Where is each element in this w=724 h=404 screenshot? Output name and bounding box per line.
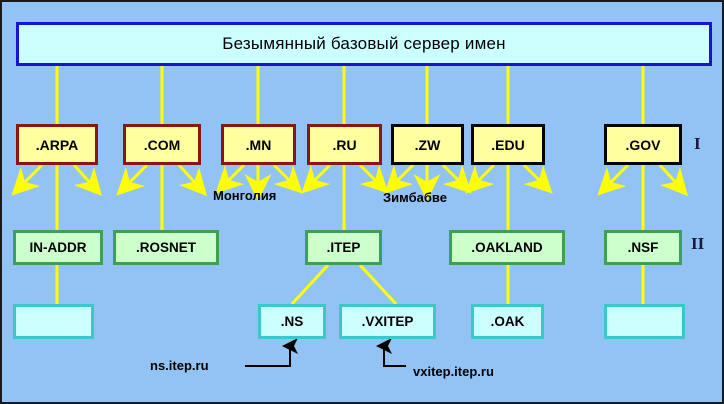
tld-label-ru: .RU (332, 136, 357, 153)
tld-label-zw: .ZW (414, 136, 441, 153)
l2-box-in-addr[interactable]: IN-ADDR (13, 230, 103, 265)
l3-box-nsf-child[interactable] (604, 304, 685, 339)
tld-box-mn[interactable]: .MN (221, 124, 296, 165)
l2-label-nsf: .NSF (627, 240, 659, 255)
l3-label-ns: .NS (280, 314, 304, 329)
l3-box-vxitep[interactable]: .VXITEP (339, 304, 436, 339)
l2-box-oakland[interactable]: .OAKLAND (449, 230, 565, 265)
root-to-tld-links (55, 66, 645, 124)
root-server-box[interactable]: Безымянный базовый сервер имен (16, 22, 712, 66)
l2-label-rosnet: .ROSNET (135, 240, 196, 255)
tld-label-mn: .MN (245, 136, 272, 153)
l2-box-nsf[interactable]: .NSF (604, 230, 682, 265)
tld-box-com[interactable]: .COM (123, 124, 201, 165)
tld-to-l2-links (55, 165, 645, 230)
l2-box-rosnet[interactable]: .ROSNET (113, 230, 219, 265)
tld-label-edu: .EDU (491, 136, 525, 153)
tld-box-zw[interactable]: .ZW (391, 124, 464, 165)
tld-label-arpa: .ARPA (35, 136, 79, 153)
tld-label-com: .COM (143, 136, 181, 153)
tld-label-gov: .GOV (625, 136, 661, 153)
root-server-label: Безымянный базовый сервер имен (222, 34, 506, 53)
l3-label-vxitep: .VXITEP (361, 314, 414, 329)
l3-label-oak: .OAK (490, 314, 525, 329)
l2-label-oakland: .OAKLAND (471, 240, 543, 255)
tld-box-arpa[interactable]: .ARPA (16, 124, 98, 165)
l3-box-in-addr-child[interactable] (13, 304, 94, 339)
caption-zimbabwe: Зимбабве (383, 190, 447, 205)
l2-label-itep: .ITEP (326, 240, 361, 255)
level-marker-one: I (694, 134, 701, 153)
l3-box-oak[interactable]: .OAK (471, 304, 544, 339)
tld-box-edu[interactable]: .EDU (471, 124, 545, 165)
level-marker-two: II (691, 234, 705, 253)
tld-box-gov[interactable]: .GOV (604, 124, 682, 165)
annotation-leaders (245, 338, 406, 367)
l3-box-ns[interactable]: .NS (258, 304, 326, 339)
annotation-vxitep-itep-ru: vxitep.itep.ru (413, 364, 494, 379)
l2-to-l3-links (55, 263, 645, 306)
caption-mongolia: Монголия (213, 188, 277, 203)
tld-box-ru[interactable]: .RU (307, 124, 382, 165)
l2-box-itep[interactable]: .ITEP (305, 230, 382, 265)
l2-label-in-addr: IN-ADDR (29, 240, 87, 255)
tld-splay-arrows (11, 163, 689, 201)
annotation-ns-itep-ru: ns.itep.ru (150, 358, 209, 373)
